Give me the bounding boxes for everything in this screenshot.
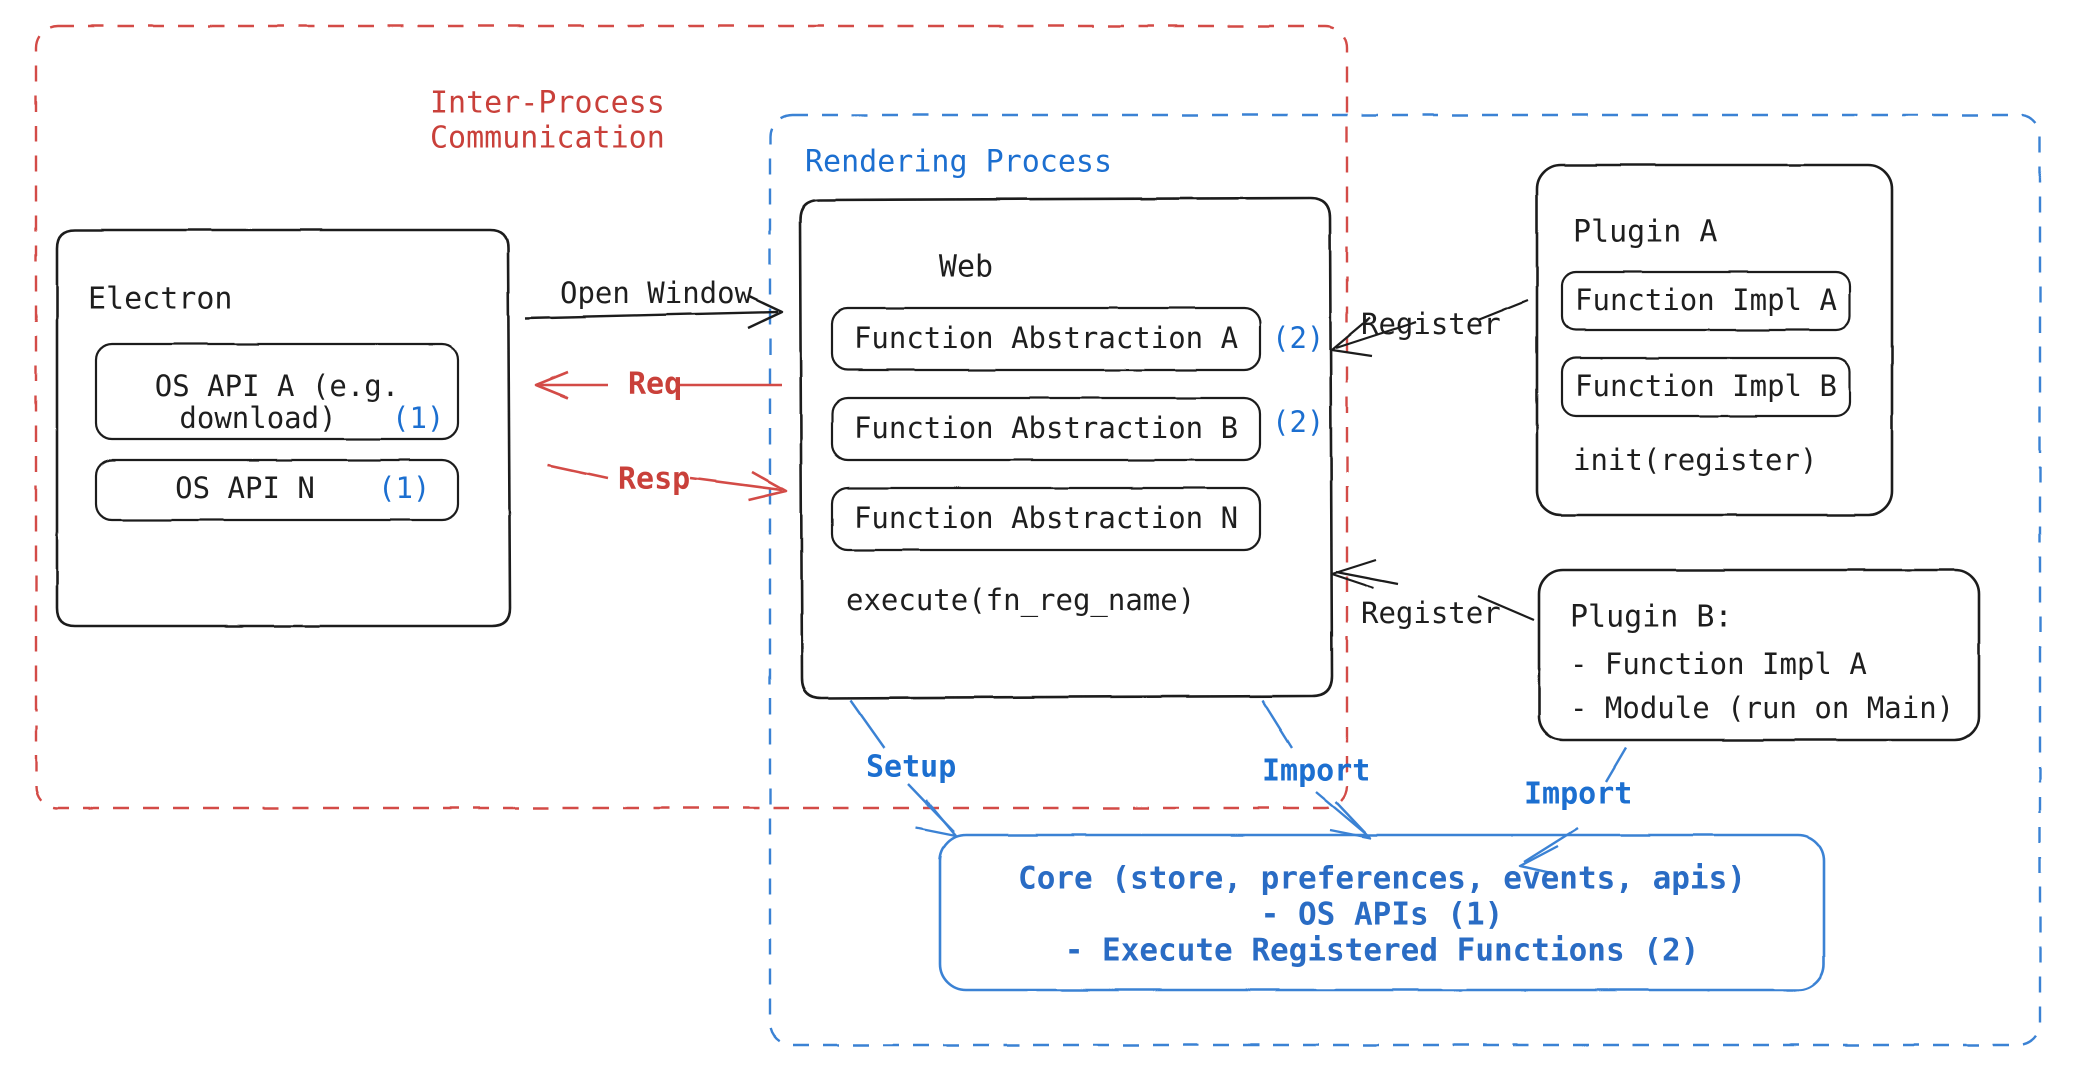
edge-label-setup: Setup (866, 750, 956, 785)
edge-label-import-web: Import (1262, 754, 1370, 789)
group-label-ipc-line2: Communication (430, 121, 665, 156)
core-line-1: Core (store, preferences, events, apis) (1018, 861, 1746, 897)
edge-register-b (1330, 558, 1535, 622)
plugin-a-footer-init: init(register) (1573, 443, 1817, 477)
function-abstraction-b-label: Function Abstraction B (854, 411, 1238, 445)
edge-setup (849, 699, 958, 838)
group-rendering-process-boundary (768, 113, 2042, 1047)
function-abstraction-a-label: Function Abstraction A (854, 321, 1238, 355)
group-ipc-boundary (34, 24, 1349, 810)
node-function-impl-b-box[interactable] (1560, 356, 1852, 418)
edge-resp (547, 463, 788, 502)
node-os-api-a-box[interactable] (94, 342, 460, 441)
node-plugin-b-box[interactable] (1537, 568, 1981, 742)
function-abstraction-b-marker: (2) (1272, 405, 1324, 439)
edge-label-req: Req (628, 367, 682, 402)
group-label-ipc-line1: Inter-Process (430, 86, 665, 121)
edge-import-plugin-b (1518, 747, 1628, 876)
os-api-n-label: OS API N (175, 471, 315, 505)
node-plugin-a-box[interactable] (1535, 163, 1894, 517)
node-title-electron: Electron (88, 282, 233, 317)
edge-label-open-window: Open Window (560, 276, 753, 310)
node-function-abstraction-n-box[interactable] (830, 486, 1262, 552)
function-abstraction-a-marker: (2) (1272, 321, 1324, 355)
node-function-abstraction-a-box[interactable] (830, 306, 1262, 372)
os-api-a-marker: (1) (392, 401, 444, 435)
node-function-abstraction-b-box[interactable] (830, 396, 1262, 462)
os-api-a-label-line2: download) (179, 401, 336, 435)
node-title-plugin-b: Plugin B: (1570, 600, 1733, 635)
function-impl-a-label: Function Impl A (1575, 283, 1837, 317)
edge-label-register-b: Register (1361, 596, 1501, 630)
node-electron-box[interactable] (55, 228, 512, 628)
function-impl-b-label: Function Impl B (1575, 369, 1837, 403)
node-os-api-n-box[interactable] (94, 458, 460, 522)
edge-open-window (524, 294, 784, 330)
core-line-3: - Execute Registered Functions (2) (1065, 933, 1700, 969)
node-title-web: Web (939, 250, 993, 285)
edge-label-import-plugin-b: Import (1524, 777, 1632, 812)
edge-label-register-a: Register (1361, 307, 1501, 341)
edge-req (534, 370, 782, 400)
node-core-box[interactable] (938, 833, 1826, 992)
plugin-b-line-1: - Function Impl A (1570, 647, 1867, 681)
edge-label-resp: Resp (618, 462, 690, 497)
os-api-n-marker: (1) (378, 471, 430, 505)
edge-import-web (1260, 699, 1372, 840)
core-line-2: - OS APIs (1) (1261, 897, 1504, 933)
node-title-plugin-a: Plugin A (1573, 215, 1718, 250)
node-function-impl-a-box[interactable] (1560, 270, 1852, 332)
edge-register-a (1330, 298, 1529, 358)
node-web-box[interactable] (798, 196, 1334, 700)
os-api-a-label-line1: OS API A (e.g. (155, 369, 399, 403)
function-abstraction-n-label: Function Abstraction N (854, 501, 1238, 535)
web-footer-execute: execute(fn_reg_name) (846, 583, 1195, 618)
plugin-b-line-2: - Module (run on Main) (1570, 691, 1954, 725)
group-label-rendering-process: Rendering Process (805, 145, 1112, 180)
